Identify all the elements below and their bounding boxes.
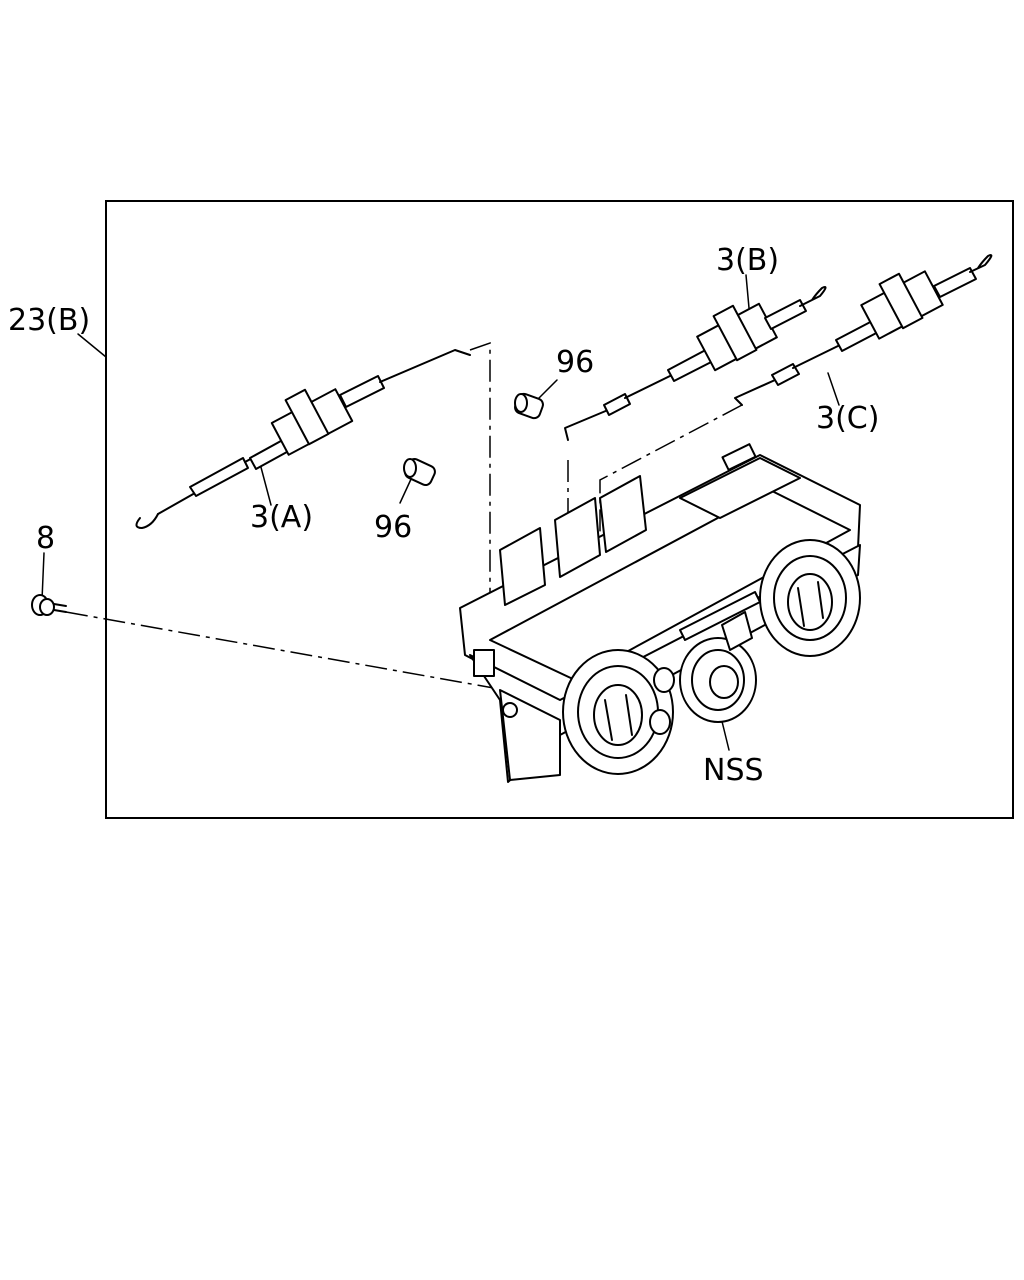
callout-clip-upper: 96 — [556, 345, 594, 380]
bolt — [31, 594, 67, 616]
heater-control-unit — [459, 443, 861, 783]
callout-cable-b: 3(B) — [716, 243, 779, 278]
callout-assembly: 23(B) — [8, 303, 90, 338]
diagram-frame — [105, 200, 1014, 819]
leader-assembly — [77, 333, 107, 358]
cable-c — [734, 254, 993, 406]
callout-clip-lower: 96 — [374, 510, 412, 545]
cable-a — [135, 349, 471, 529]
clip-upper — [514, 392, 544, 420]
cable-b — [564, 286, 827, 441]
clip-lower — [403, 457, 436, 487]
leader-bolt — [41, 552, 45, 601]
leader-clip-lower — [399, 476, 413, 504]
cable-a-route-line — [469, 341, 491, 610]
callout-cable-c: 3(C) — [816, 401, 879, 436]
callout-control-unit: NSS — [703, 753, 764, 788]
callout-bolt: 8 — [36, 521, 55, 556]
leader-cable-c — [827, 372, 840, 406]
leader-clip-upper — [536, 379, 558, 401]
cable-c-route-line — [599, 404, 743, 545]
callout-cable-a: 3(A) — [250, 500, 313, 535]
leader-cable-b — [745, 274, 750, 309]
bolt-install-line — [65, 611, 506, 691]
